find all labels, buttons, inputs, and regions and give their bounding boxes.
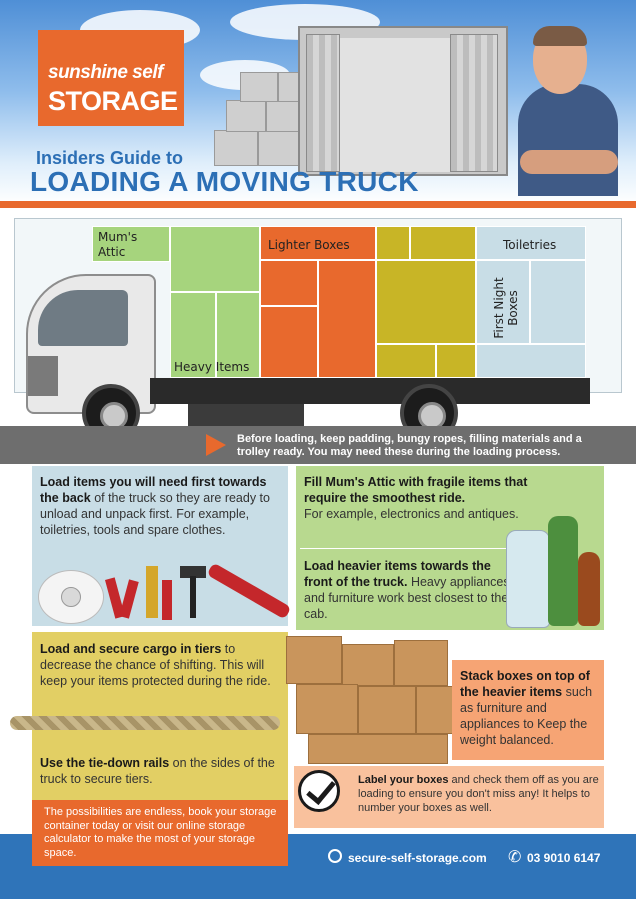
label-toiletries: Toiletries	[503, 238, 557, 252]
orange-divider	[0, 201, 636, 208]
tip-heavy-rest: Heavy appliances and furniture work best…	[304, 575, 510, 621]
tip-tiers: Load and secure cargo in tiers to decrea…	[40, 641, 276, 689]
tip-stack-rest: such as furniture and appliances to Keep…	[460, 685, 593, 747]
tip-box-label	[294, 766, 604, 828]
rope-knot-illustration	[10, 716, 280, 730]
cargo-cell-toiletries	[476, 226, 586, 260]
truck-side-step	[188, 404, 304, 430]
tip-tiers-bold: Load and secure cargo in tiers	[40, 642, 222, 656]
checkmark-icon	[298, 770, 340, 812]
cta-text: The possibilities are endless, book your…	[44, 806, 277, 859]
tip-attic-bold: Fill Mum's Attic with fragile items that…	[304, 475, 528, 505]
cargo-cell-first-night	[476, 260, 530, 344]
tip-back-rest: of the truck so they are ready to unload…	[40, 491, 270, 537]
tip-label: Label your boxes and check them off as y…	[358, 773, 602, 815]
truck-chassis	[150, 378, 590, 404]
arrow-right-icon	[206, 434, 226, 456]
page-title: LOADING A MOVING TRUCK	[30, 166, 419, 197]
brand-logo[interactable]: sunshine self STORAGE	[38, 30, 184, 126]
label-heavy-items: Heavy Items	[174, 360, 250, 374]
tip-tiers-rest: to decrease the chance of shifting. This…	[40, 642, 271, 688]
phone-number[interactable]: 03 9010 6147	[527, 851, 601, 865]
globe-icon	[328, 849, 342, 863]
truck-window	[38, 290, 128, 346]
label-mums-attic: Mum's Attic	[98, 230, 138, 259]
info-strip	[0, 426, 636, 464]
truck-grille	[28, 356, 58, 396]
website-link[interactable]: secure-self-storage.com	[348, 851, 487, 865]
tip-rails: Use the tie-down rails on the sides of t…	[40, 755, 276, 787]
tip-label-rest: and check them off as you are loading to…	[358, 774, 599, 814]
label-first-night-boxes: First Night Boxes	[492, 277, 520, 339]
tip-back-bold: Load items you will need first towards t…	[40, 475, 267, 505]
brown-bottle-illustration	[578, 552, 600, 626]
tip-stack-bold: Stack boxes on top of the heavier items	[460, 669, 590, 699]
tip-rails-bold: Use the tie-down rails	[40, 756, 170, 770]
tip-rails-rest: on the sides of the truck to secure tier…	[40, 756, 275, 786]
label-lighter-boxes: Lighter Boxes	[268, 238, 350, 252]
green-bottle-illustration	[548, 516, 578, 626]
strip-text: Before loading, keep padding, bungy rope…	[237, 433, 582, 458]
pliers-illustration	[162, 580, 172, 620]
toilet-paper-illustration	[38, 570, 104, 624]
cta-box[interactable]	[32, 800, 288, 866]
hammer-illustration	[180, 566, 206, 578]
tip-attic-rest: For example, electronics and antiques.	[304, 507, 519, 521]
tip-label-bold: Label your boxes	[358, 774, 449, 786]
page-subtitle: Insiders Guide to	[36, 148, 184, 168]
brand-line1: sunshine self	[48, 62, 163, 83]
tip-heavy: Load heavier items towards the front of …	[304, 558, 512, 622]
tape-measure-illustration	[146, 566, 158, 618]
glass-bottle-illustration	[506, 530, 550, 628]
tip-stack: Stack boxes on top of the heavier items …	[460, 668, 600, 748]
hammer-handle	[190, 576, 196, 618]
tip-back: Load items you will need first towards t…	[40, 474, 280, 538]
phone-icon: ✆	[508, 849, 522, 866]
cargo-cell-mums-attic	[92, 226, 170, 262]
tip-separator	[300, 548, 528, 549]
cargo-cell-lighter-boxes	[260, 226, 376, 260]
shipping-container-illustration	[298, 26, 508, 176]
brand-line2: STORAGE	[48, 86, 178, 116]
tip-box-stack	[452, 660, 604, 760]
tip-attic: Fill Mum's Attic with fragile items that…	[304, 474, 564, 522]
tip-heavy-bold: Load heavier items towards the front of …	[304, 559, 491, 589]
